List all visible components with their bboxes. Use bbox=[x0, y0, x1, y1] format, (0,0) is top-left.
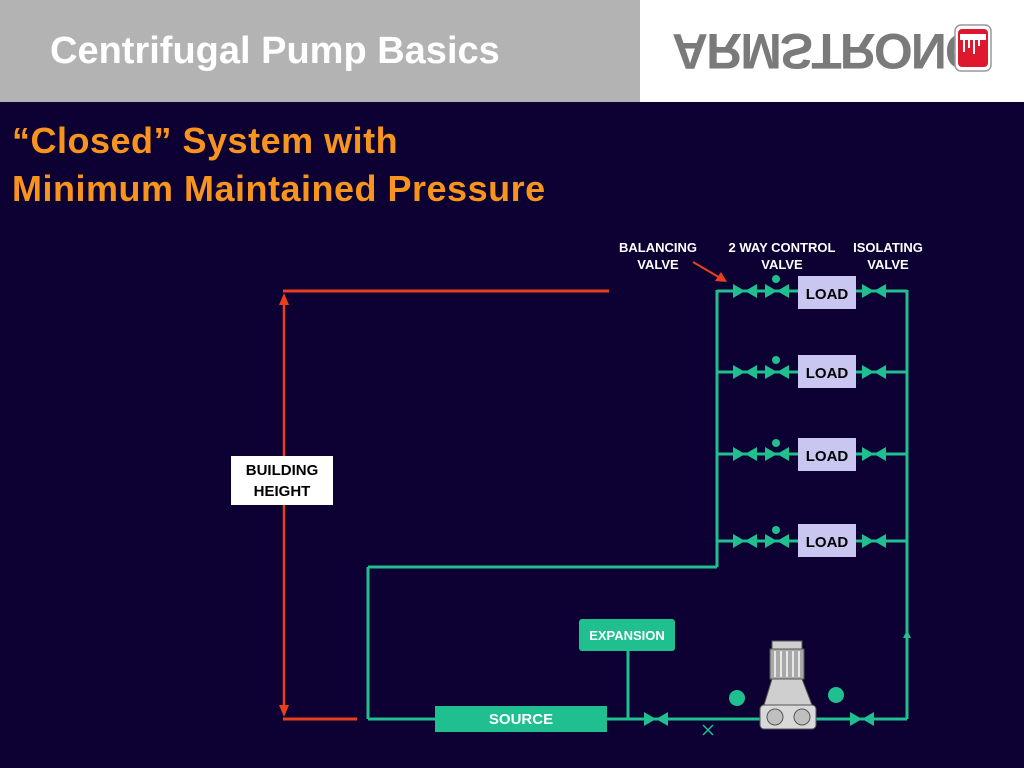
load-label: LOAD bbox=[806, 448, 849, 465]
pump-gauge-icon bbox=[729, 690, 745, 706]
control-valve-actuator-icon bbox=[772, 356, 780, 364]
balancing-valve-icon bbox=[733, 365, 757, 379]
header-bar bbox=[0, 0, 640, 102]
control-valve-actuator-icon bbox=[772, 275, 780, 283]
flow-arrow-icon bbox=[903, 630, 911, 638]
load-label: LOAD bbox=[806, 286, 849, 303]
control-valve-icon bbox=[765, 447, 789, 461]
load-box bbox=[798, 524, 856, 557]
bottom-isolating-valve-icon bbox=[644, 712, 668, 726]
control-valve-label-1: 2 WAY CONTROL bbox=[729, 240, 836, 255]
pointer-arrowhead-icon bbox=[715, 272, 727, 282]
load-label: LOAD bbox=[806, 534, 849, 551]
height-arrow-down-icon bbox=[279, 705, 289, 717]
building-height-label-2: HEIGHT bbox=[254, 483, 311, 500]
source-box bbox=[435, 706, 607, 732]
piping bbox=[366, 289, 909, 721]
balancing-valve-label-2: VALVE bbox=[637, 257, 679, 272]
slide-title-line2: Minimum Maintained Pressure bbox=[12, 168, 546, 209]
pump-gauge-icon bbox=[828, 687, 844, 703]
control-valve-icon bbox=[765, 534, 789, 548]
source-label: SOURCE bbox=[489, 711, 553, 728]
load-box bbox=[798, 355, 856, 388]
load-label: LOAD bbox=[806, 365, 849, 382]
isolating-valve-icon bbox=[862, 447, 886, 461]
armstrong-emblem-icon bbox=[954, 24, 992, 72]
branch-3-valves bbox=[733, 439, 886, 461]
branch-2-valves bbox=[733, 356, 886, 379]
load-box bbox=[798, 438, 856, 471]
control-valve-actuator-icon bbox=[772, 526, 780, 534]
isolating-valve-icon bbox=[862, 534, 886, 548]
balancing-valve-icon bbox=[733, 534, 757, 548]
balancing-valve-pointer bbox=[692, 261, 723, 280]
discharge-isolating-valve-icon bbox=[850, 712, 874, 726]
slide-title-line1: “Closed” System with bbox=[12, 120, 399, 161]
expansion-tank bbox=[579, 619, 675, 651]
balancing-valve-icon bbox=[733, 284, 757, 298]
control-valve-actuator-icon bbox=[772, 439, 780, 447]
building-height-label-1: BUILDING bbox=[246, 462, 319, 479]
bottom-valves bbox=[644, 712, 874, 726]
control-valve-icon bbox=[765, 284, 789, 298]
isolating-valve-icon bbox=[862, 284, 886, 298]
control-valve-label-2: VALVE bbox=[761, 257, 803, 272]
balancing-valve-label-1: BALANCING bbox=[619, 240, 697, 255]
branch-4-valves bbox=[733, 526, 886, 548]
isolating-valve-icon bbox=[862, 365, 886, 379]
height-arrow-up-icon bbox=[279, 293, 289, 305]
branch-valves bbox=[644, 275, 886, 726]
isolating-valve-label-1: ISOLATING bbox=[853, 240, 923, 255]
pump-icon bbox=[729, 640, 844, 730]
header-title: Centrifugal Pump Basics bbox=[50, 30, 500, 72]
isolating-valve-label-2: VALVE bbox=[867, 257, 909, 272]
branch-1-valves bbox=[733, 275, 886, 298]
balancing-valve-icon bbox=[733, 447, 757, 461]
building-height-box bbox=[231, 456, 333, 505]
control-valve-icon bbox=[765, 365, 789, 379]
loads: LOAD LOAD LOAD LOAD bbox=[798, 276, 856, 557]
cross-mark-icon bbox=[702, 724, 714, 736]
load-box bbox=[798, 276, 856, 309]
expansion-label: EXPANSION bbox=[589, 628, 665, 643]
